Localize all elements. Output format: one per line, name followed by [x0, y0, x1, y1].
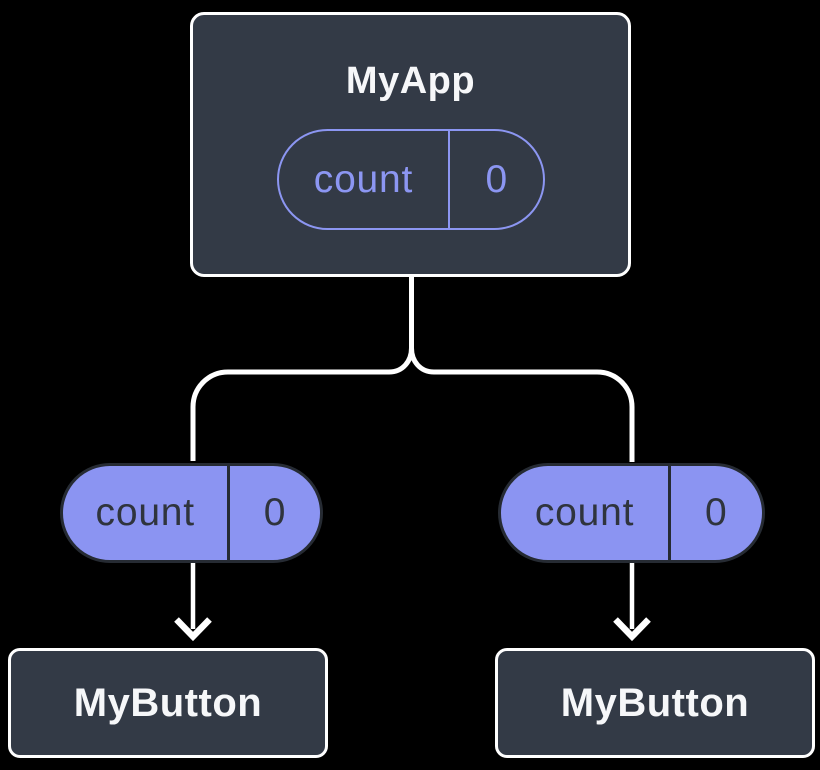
- edge-root-to-left-pill: [190, 277, 414, 461]
- root-component-node: MyApp count 0: [190, 12, 631, 277]
- pill-divider: [447, 131, 451, 228]
- arrow-down-icon: [174, 617, 212, 642]
- child-component-node-right: MyButton: [495, 648, 815, 758]
- state-value-label: 0: [485, 157, 508, 201]
- pill-divider: [227, 466, 230, 560]
- state-pill: count 0: [277, 129, 545, 230]
- state-key-label: count: [313, 157, 414, 201]
- prop-pill-left: count 0: [60, 463, 323, 563]
- prop-value-label: 0: [705, 491, 728, 534]
- prop-key-label: count: [95, 491, 195, 534]
- prop-pill-right: count 0: [498, 463, 765, 563]
- prop-value-label: 0: [263, 491, 287, 534]
- arrow-down-icon: [613, 617, 651, 642]
- child-component-node-left: MyButton: [8, 648, 328, 758]
- prop-key-label: count: [534, 491, 635, 534]
- edge-root-to-right-pill: [409, 277, 635, 462]
- root-component-title: MyApp: [345, 60, 476, 102]
- pill-divider: [668, 466, 671, 560]
